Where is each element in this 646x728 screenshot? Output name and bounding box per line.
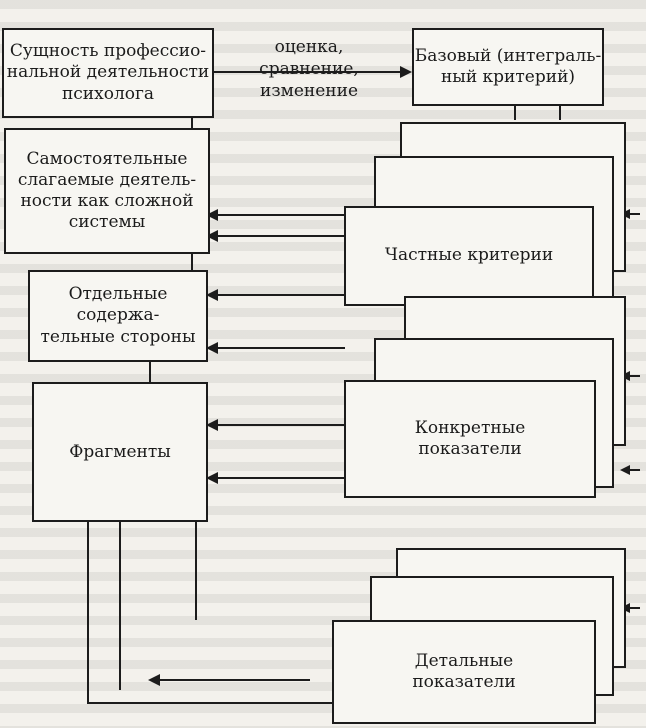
arrow-label: оценка, сравнение, изменение — [259, 37, 359, 102]
detailed-indicators-text: Детальные показатели — [412, 650, 516, 692]
box-detailed-indicators: Детальные показатели — [332, 620, 596, 724]
partial-criteria-text: Частные критерии — [384, 245, 554, 266]
concrete-indicators-text: Конкретные показатели — [414, 417, 526, 459]
box-content-aspects: Отдельные содержа- тельные стороны — [28, 270, 208, 362]
box-fragments: Фрагменты — [32, 382, 208, 522]
box-base-criterion: Базовый (интеграль- ный критерий) — [412, 28, 604, 106]
box-partial-criteria: Частные критерии — [344, 206, 594, 306]
box-concrete-indicators: Конкретные показатели — [344, 380, 596, 498]
box-independent-components: Самостоятельные слагаемые деятель- ности… — [4, 128, 210, 254]
arrowhead-base — [400, 66, 412, 78]
base-criterion-text: Базовый (интеграль- ный критерий) — [414, 45, 602, 87]
fragments-text: Фрагменты — [69, 442, 171, 462]
content-aspects-text: Отдельные содержа- тельные стороны — [40, 284, 196, 347]
independent-components-text: Самостоятельные слагаемые деятель- ности… — [17, 148, 197, 233]
essence-text: Сущность профессио- нальной деятельности… — [6, 41, 210, 104]
box-essence: Сущность профессио- нальной деятельности… — [2, 28, 214, 118]
